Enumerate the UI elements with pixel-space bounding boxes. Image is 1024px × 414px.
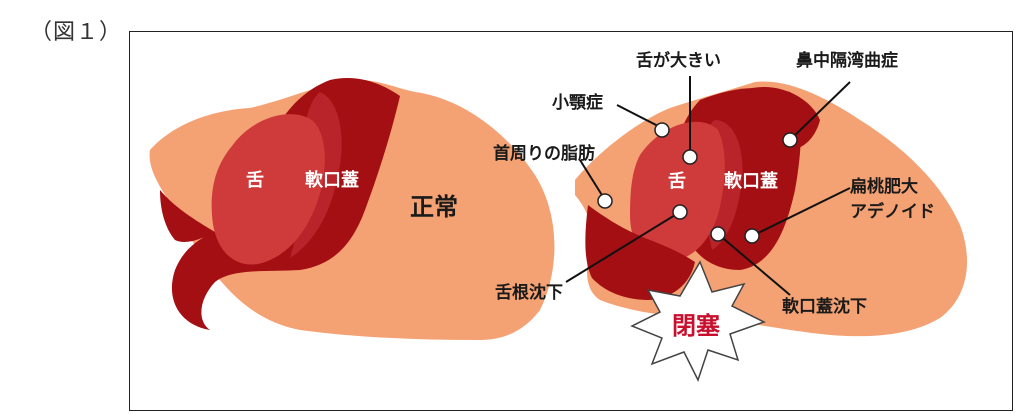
apnea-throat (585, 205, 695, 300)
normal-tongue-label: 舌 (246, 169, 264, 191)
callout-neck-fat: 首周りの脂肪 (493, 143, 595, 164)
apnea-soft-palate-label: 軟口蓋 (724, 170, 778, 192)
callout-small-jaw: 小顎症 (552, 92, 603, 113)
dot-tongue-base (672, 204, 688, 220)
normal-state-label: 正常 (410, 193, 458, 221)
callout-big-tongue: 舌が大きい (636, 50, 721, 71)
figure-label: （図１） (30, 20, 123, 45)
callout-palate-drop: 軟口蓋沈下 (782, 296, 867, 317)
callout-line-tongue-base (565, 211, 681, 283)
callout-tonsils-line1: 扁桃肥大 (850, 176, 918, 197)
callout-line-neck-fat (579, 159, 606, 201)
dot-neck-fat (597, 193, 613, 209)
apnea-tongue-label: 舌 (668, 170, 686, 192)
callout-tonsils-line2: アデノイド (850, 201, 935, 222)
dot-septum (782, 132, 798, 148)
callout-dots (597, 122, 798, 244)
apnea-head (575, 81, 968, 337)
dot-palate-drop (710, 226, 726, 242)
dot-small-jaw (654, 122, 670, 138)
normal-chin (160, 190, 215, 243)
blockage-label: 閉塞 (672, 312, 720, 340)
callout-line-small-jaw (616, 104, 663, 129)
normal-soft-palate-label: 軟口蓋 (305, 169, 359, 191)
callout-septum: 鼻中隔湾曲症 (796, 50, 898, 71)
normal-tongue (211, 114, 325, 265)
apnea-nasal (745, 86, 820, 151)
callout-line-palate-drop (717, 233, 791, 296)
callout-tongue-base: 舌根沈下 (495, 282, 563, 303)
normal-head (149, 77, 555, 340)
callout-line-septum (789, 81, 851, 141)
dot-big-tongue (682, 149, 698, 165)
blockage-burst (630, 260, 766, 382)
apnea-tongue (630, 121, 725, 262)
callout-line-tonsils (751, 187, 851, 237)
dot-tonsils (744, 228, 760, 244)
callout-lines (565, 76, 851, 296)
